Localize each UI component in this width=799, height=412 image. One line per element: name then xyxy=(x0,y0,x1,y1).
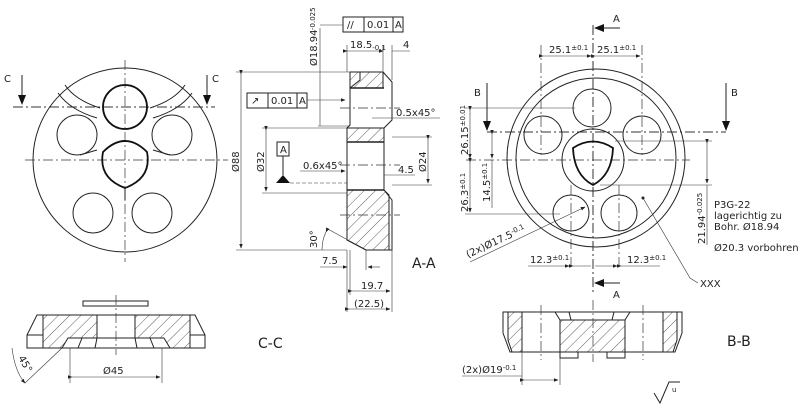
svg-text:A: A xyxy=(299,96,306,107)
section-a-a: Ø88 Ø18.94 -0.025 // 0.01 A ↗ 0.01 A 18.… xyxy=(230,7,440,312)
dim-4-5: 4.5 xyxy=(398,165,414,176)
dim-19-7: 19.7 xyxy=(361,281,383,292)
callout-xxx: XXX xyxy=(700,279,721,290)
svg-text:0.01: 0.01 xyxy=(271,96,293,107)
dim-d24: Ø24 xyxy=(417,151,429,172)
dim-d88: Ø88 xyxy=(230,151,242,172)
svg-text:A: A xyxy=(395,20,402,31)
dim-25-1-right: 25.1±0.1 xyxy=(597,44,636,56)
note-block: P3G-22 lagerichtig zu Bohr. Ø18.94 Ø20.3… xyxy=(714,200,799,254)
section-title-a-a: A-A xyxy=(412,256,436,272)
chamfer-0-6x45: 0.6x45° xyxy=(303,161,343,172)
section-label-a-bottom: A xyxy=(613,290,620,301)
dim-12-3-right: 12.3±0.1 xyxy=(627,254,666,266)
svg-text://: // xyxy=(347,20,354,31)
trefoil-bore xyxy=(572,140,614,187)
section-b-b: (2x)Ø19-0.1 B-B u xyxy=(462,300,751,405)
svg-text:0.01: 0.01 xyxy=(367,20,389,31)
runout-frame: ↗ 0.01 A xyxy=(246,92,308,109)
dim-4: 4 xyxy=(403,40,409,51)
section-label-b-right: B xyxy=(731,88,738,99)
section-label-a-top: A xyxy=(613,14,620,25)
svg-text:lagerichtig zu: lagerichtig zu xyxy=(714,211,782,222)
dim-21-94: 21.94-0.025 xyxy=(696,193,708,244)
svg-text:↗: ↗ xyxy=(251,96,259,107)
dim-25-1-left: 25.1±0.1 xyxy=(549,44,588,56)
datum-label: A xyxy=(280,145,287,156)
svg-text:Bohr. Ø18.94: Bohr. Ø18.94 xyxy=(714,221,779,233)
svg-text:P3G-22: P3G-22 xyxy=(714,200,750,211)
section-title-b-b: B-B xyxy=(727,334,751,350)
dim-d18-94-tol: -0.025 xyxy=(309,7,317,30)
section-label-b-left: B xyxy=(474,88,481,99)
dim-d18-94: Ø18.94 xyxy=(308,30,320,67)
dim-d32: Ø32 xyxy=(255,151,267,172)
dim-7-5: 7.5 xyxy=(322,256,338,267)
parallelism-frame: // 0.01 A xyxy=(342,16,404,33)
dim-18-5: 18.5-0.1 xyxy=(350,40,386,52)
section-label-c-left: C xyxy=(4,74,11,85)
dim-26-3: 26.3±0.1 xyxy=(459,173,471,212)
dim-14-5: 14.5±0.1 xyxy=(481,163,493,202)
datum-triangle-icon xyxy=(276,175,290,183)
top-view-left: C C xyxy=(4,60,228,262)
section-title-c-c: C-C xyxy=(258,336,283,352)
dim-hole-19: (2x)Ø19-0.1 xyxy=(462,364,516,376)
dim-12-3-left: 12.3±0.1 xyxy=(530,254,569,266)
top-hole xyxy=(102,84,148,130)
dim-d45: Ø45 xyxy=(103,365,124,377)
section-c-c: Ø45 45° C-C xyxy=(11,295,283,384)
dim-26-15: 26.15±0.01 xyxy=(459,105,471,155)
trefoil-bore xyxy=(101,140,149,189)
dim-hole-17-5: (2x)Ø17.5-0.1 xyxy=(464,223,527,261)
dim-22-5: (22.5) xyxy=(354,299,384,310)
note-predrill: Ø20.3 vorbohren xyxy=(714,242,799,254)
svg-text:u: u xyxy=(672,386,676,394)
angle-30: 30° xyxy=(309,230,320,248)
section-label-c-right: C xyxy=(212,74,219,85)
surface-roughness-icon: u xyxy=(653,381,680,405)
top-view-right: A A B B 25.1±0.1 25.1±0.1 26.15±0.01 26.… xyxy=(459,14,799,301)
chamfer-0-5x45: 0.5x45° xyxy=(396,108,436,119)
